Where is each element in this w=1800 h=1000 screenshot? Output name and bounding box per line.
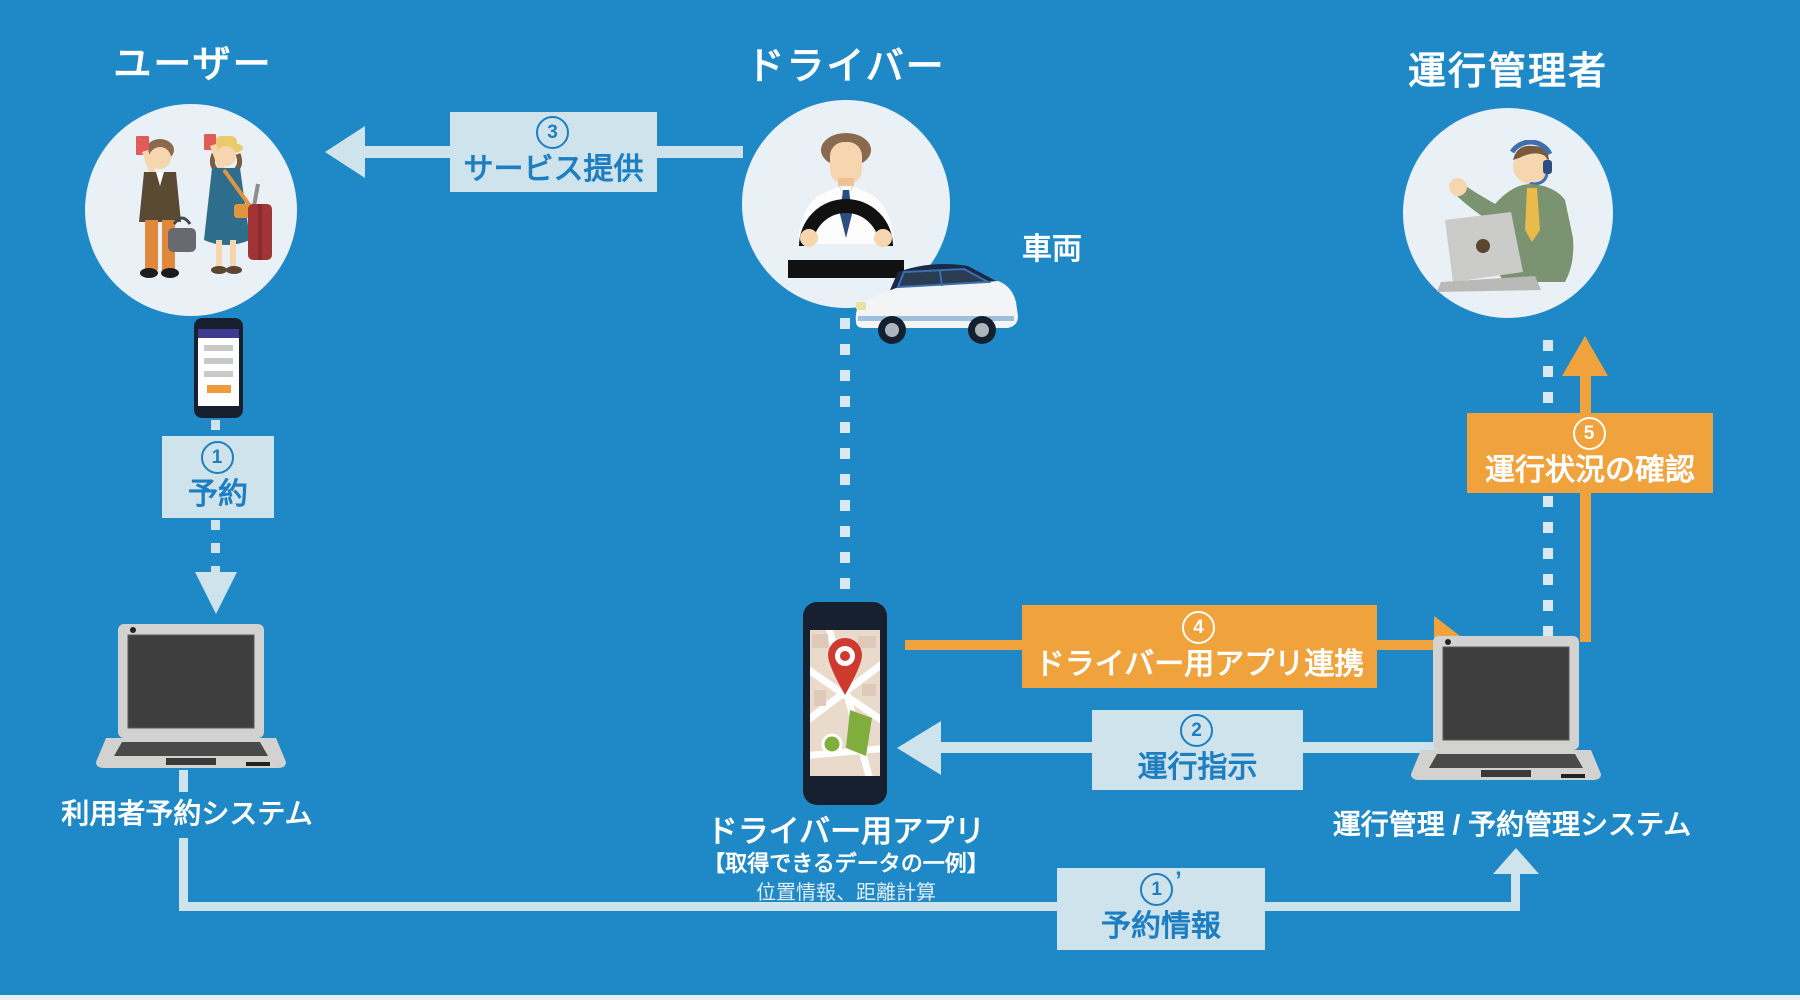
vehicle-label: 車両 bbox=[1022, 233, 1082, 266]
management-system-label: 運行管理 / 予約管理システム bbox=[1332, 809, 1692, 840]
car-icon bbox=[855, 264, 1018, 344]
user-title: ユーザー bbox=[113, 44, 273, 86]
flow-number: 1 bbox=[200, 441, 236, 475]
circled-number: 1 bbox=[200, 441, 234, 475]
connector-line bbox=[179, 770, 188, 792]
text-line bbox=[204, 358, 233, 364]
arrow-left-icon bbox=[897, 721, 941, 775]
laptop-icon bbox=[1411, 636, 1601, 780]
flow-box-service: 3 サービス提供 bbox=[450, 112, 657, 192]
connector-line bbox=[363, 146, 451, 158]
connector-line bbox=[1511, 872, 1520, 902]
bottom-border bbox=[0, 995, 1800, 1000]
flow-number: 2 bbox=[1180, 714, 1215, 748]
connector-line bbox=[1303, 742, 1440, 753]
driver-app-label: ドライバー用アプリ bbox=[706, 814, 986, 849]
flow-box-instructions: 2 運行指示 bbox=[1092, 710, 1303, 790]
arrow-up-icon bbox=[1562, 336, 1608, 376]
connector-line bbox=[179, 902, 1520, 911]
driver-app-note-body: 位置情報、距離計算 bbox=[756, 882, 936, 904]
circled-number: 1 bbox=[1140, 873, 1174, 907]
connector-line bbox=[905, 640, 1022, 650]
dashed-connector bbox=[211, 420, 220, 436]
flow-number: 4 bbox=[1182, 610, 1217, 644]
manager-title: 運行管理者 bbox=[1407, 51, 1608, 93]
flow-label: ドライバー用アプリ連携 bbox=[1034, 647, 1365, 681]
flow-box-app-link: 4 ドライバー用アプリ連携 bbox=[1022, 605, 1377, 688]
flow-label: サービス提供 bbox=[463, 153, 644, 187]
user-illustration bbox=[136, 134, 272, 278]
circled-number: 2 bbox=[1180, 714, 1213, 748]
flow-label: 運行指示 bbox=[1137, 751, 1258, 785]
flow-number: 3 bbox=[536, 116, 571, 150]
reserve-button-graphic bbox=[206, 385, 231, 393]
arrow-down-icon bbox=[195, 572, 237, 614]
flow-label: 予約情報 bbox=[1101, 910, 1221, 944]
connector-line bbox=[940, 742, 1092, 753]
text-line bbox=[204, 371, 233, 377]
flow-label: 予約 bbox=[188, 478, 248, 512]
app-header-bar bbox=[198, 329, 239, 338]
connector-line bbox=[179, 838, 188, 908]
flow-number: 5 bbox=[1572, 417, 1608, 451]
arrow-up-icon bbox=[1493, 848, 1539, 874]
circled-number: 4 bbox=[1182, 610, 1215, 644]
driver-app-phone-icon bbox=[803, 602, 887, 805]
flow-label: 運行状況の確認 bbox=[1485, 454, 1695, 488]
map-graphic bbox=[810, 630, 880, 776]
connector-line bbox=[657, 146, 743, 158]
driver-app-note-title: 【取得できるデータの一例】 bbox=[703, 851, 989, 876]
text-line bbox=[204, 345, 233, 351]
driver-title: ドライバー bbox=[746, 46, 946, 88]
arrow-left-icon bbox=[325, 126, 365, 178]
flow-box-reservation: 1 予約 bbox=[162, 436, 274, 518]
dashed-connector bbox=[840, 318, 850, 602]
connector-line bbox=[1580, 376, 1591, 642]
manager-illustration bbox=[1437, 140, 1574, 292]
user-system-label: 利用者予約システム bbox=[61, 798, 313, 829]
flow-number: 1’ bbox=[1140, 869, 1182, 907]
phone-screen bbox=[198, 329, 239, 406]
circled-number: 5 bbox=[1572, 417, 1606, 451]
flow-box-status-check: 5 運行状況の確認 bbox=[1467, 413, 1713, 493]
flow-box-reservation-info: 1’ 予約情報 bbox=[1057, 868, 1265, 950]
smartphone-icon bbox=[194, 318, 243, 418]
laptop-icon bbox=[96, 624, 286, 768]
circled-number: 3 bbox=[536, 116, 569, 150]
connector-line bbox=[1377, 640, 1434, 650]
driver-illustration bbox=[788, 133, 904, 278]
dashed-connector bbox=[211, 520, 220, 572]
